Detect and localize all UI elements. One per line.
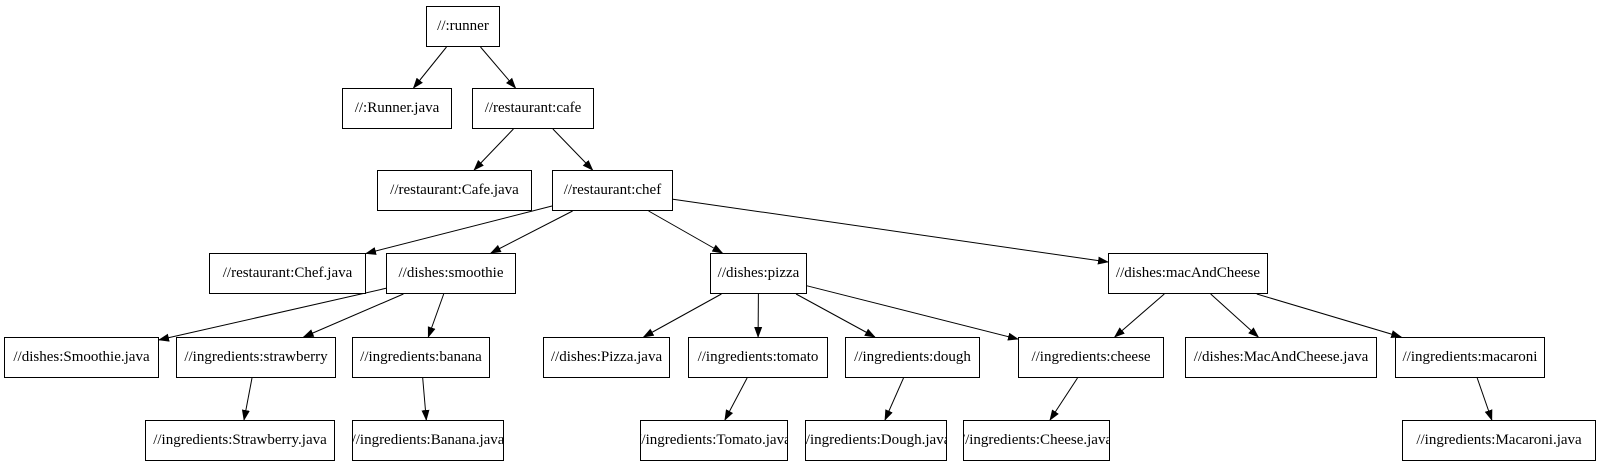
graph-node-banana: //ingredients:banana [352,337,490,378]
node-label: //dishes:smoothie [398,265,504,281]
node-label: //restaurant:cafe [484,100,582,116]
node-label: //dishes:Smoothie.java [13,349,150,365]
graph-node-runner_java: //:Runner.java [342,88,452,129]
node-label: //ingredients:Dough.java [805,432,947,448]
graph-node-dough_java: //ingredients:Dough.java [805,420,947,461]
graph-node-chef: //restaurant:chef [552,170,673,211]
graph-node-smoothie: //dishes:smoothie [386,253,516,294]
node-label: //ingredients:banana [360,349,482,365]
node-label: //dishes:Pizza.java [550,349,663,365]
node-label: //ingredients:Strawberry.java [153,432,327,448]
node-label: //restaurant:chef [563,182,662,198]
graph-node-chef_java: //restaurant:Chef.java [209,253,366,294]
node-label: //:Runner.java [354,100,440,116]
graph-node-mac_java: //dishes:MacAndCheese.java [1185,337,1377,378]
graph-node-pizza: //dishes:pizza [710,253,807,294]
node-label: //restaurant:Cafe.java [390,182,519,198]
node-label: //ingredients:Tomato.java [640,432,788,448]
graph-node-macaroni: //ingredients:macaroni [1395,337,1545,378]
node-label: //dishes:pizza [717,265,800,281]
graph-node-cafe: //restaurant:cafe [472,88,594,129]
node-label: //:runner [437,18,489,34]
graph-node-cheese: //ingredients:cheese [1018,337,1164,378]
graph-node-pizza_java: //dishes:Pizza.java [543,337,670,378]
node-label: //ingredients:dough [854,349,971,365]
graph-node-smoothie_java: //dishes:Smoothie.java [4,337,159,378]
node-label: //ingredients:Cheese.java [963,432,1110,448]
node-label: //ingredients:Banana.java [352,432,504,448]
node-label: //ingredients:cheese [1031,349,1151,365]
graph-node-tomato_java: //ingredients:Tomato.java [640,420,788,461]
graph-node-banana_java: //ingredients:Banana.java [352,420,504,461]
graph-node-macaroni_java: //ingredients:Macaroni.java [1402,420,1596,461]
graph-node-dough: //ingredients:dough [845,337,980,378]
node-label: //dishes:macAndCheese [1115,265,1261,281]
graph-node-runner: //:runner [426,6,500,47]
graph-node-strawberry: //ingredients:strawberry [176,337,336,378]
node-label: //ingredients:Macaroni.java [1416,432,1582,448]
node-label: //dishes:MacAndCheese.java [1193,349,1369,365]
node-label: //ingredients:tomato [697,349,819,365]
graph-node-tomato: //ingredients:tomato [688,337,828,378]
graph-node-mac: //dishes:macAndCheese [1108,253,1268,294]
graph-node-strawberry_java: //ingredients:Strawberry.java [145,420,335,461]
graph-node-cafe_java: //restaurant:Cafe.java [377,170,532,211]
graph-node-cheese_java: //ingredients:Cheese.java [963,420,1110,461]
node-label: //ingredients:strawberry [184,349,328,365]
node-label: //ingredients:macaroni [1402,349,1538,365]
node-label: //restaurant:Chef.java [222,265,353,281]
